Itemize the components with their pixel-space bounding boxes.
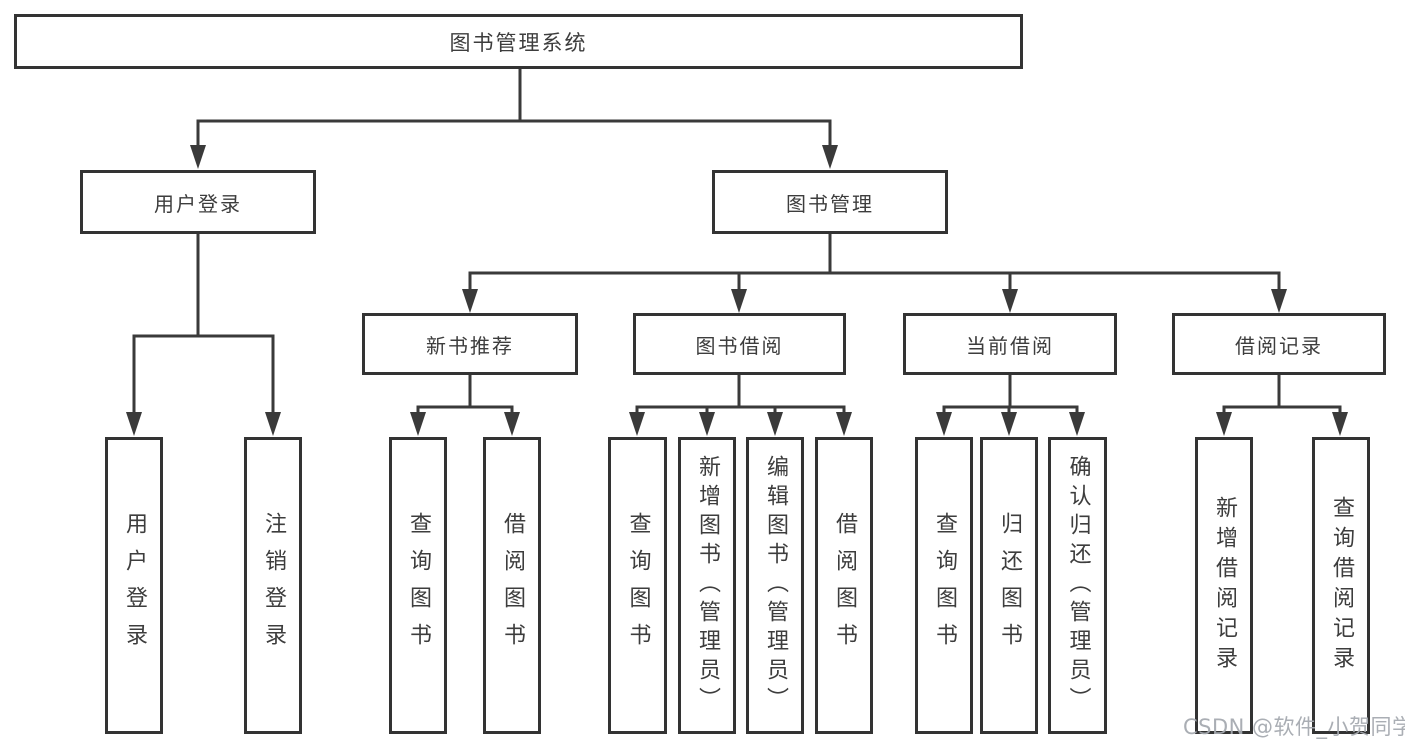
leaf-bb-query-books: 查询图书 [608, 437, 667, 734]
leaf-bb-edit-books-admin-label: 编辑图书（管理员） [763, 455, 788, 716]
leaf-bb-borrow-books: 借阅图书 [815, 437, 873, 734]
connector-root-to-level2 [190, 66, 838, 169]
connector-book-borrow-to-leaves [629, 373, 852, 436]
leaf-bb-add-books-admin: 新增图书（管理员） [678, 437, 736, 734]
connector-book-mgmt-to-level3 [462, 232, 1287, 313]
node-root-label: 图书管理系统 [449, 30, 588, 55]
leaf-nbr-borrow-books-label: 借阅图书 [500, 511, 525, 660]
leaf-logout-label: 注销登录 [261, 511, 286, 660]
node-borrow-records-label: 借阅记录 [1235, 333, 1323, 358]
leaf-bb-edit-books-admin: 编辑图书（管理员） [746, 437, 804, 734]
leaf-br-query-record: 查询借阅记录 [1312, 437, 1370, 734]
connector-current-borrow-to-leaves [936, 373, 1085, 436]
node-new-book-rec-label: 新书推荐 [426, 333, 514, 358]
leaf-user-login-label: 用户登录 [122, 511, 147, 660]
node-book-borrow-label: 图书借阅 [695, 333, 784, 358]
leaf-cb-return-books-label: 归还图书 [997, 511, 1022, 660]
leaf-cb-return-books: 归还图书 [980, 437, 1038, 734]
leaf-bb-borrow-books-label: 借阅图书 [832, 511, 857, 660]
leaf-br-query-record-label: 查询借阅记录 [1329, 495, 1354, 676]
node-new-book-rec: 新书推荐 [362, 313, 578, 375]
connector-user-login-to-leaves [126, 232, 281, 436]
leaf-nbr-query-books: 查询图书 [389, 437, 447, 734]
leaf-cb-query-books-label: 查询图书 [932, 511, 957, 660]
leaf-logout: 注销登录 [244, 437, 302, 734]
node-current-borrow-label: 当前借阅 [966, 333, 1054, 358]
node-user-login: 用户登录 [80, 170, 316, 234]
node-book-mgmt: 图书管理 [712, 170, 948, 234]
leaf-br-add-record: 新增借阅记录 [1195, 437, 1253, 734]
connector-new-book-rec-to-leaves [410, 373, 520, 436]
leaf-cb-confirm-return-admin-label: 确认归还（管理员） [1065, 455, 1091, 716]
node-book-mgmt-label: 图书管理 [786, 191, 874, 216]
node-borrow-records: 借阅记录 [1172, 313, 1386, 375]
node-current-borrow: 当前借阅 [903, 313, 1117, 375]
connector-borrow-records-to-leaves [1216, 373, 1348, 436]
leaf-cb-query-books: 查询图书 [915, 437, 973, 734]
leaf-bb-query-books-label: 查询图书 [625, 511, 651, 660]
leaf-nbr-borrow-books: 借阅图书 [483, 437, 541, 734]
node-book-borrow: 图书借阅 [633, 313, 846, 375]
leaf-cb-confirm-return-admin: 确认归还（管理员） [1048, 437, 1107, 734]
leaf-bb-add-books-admin-label: 新增图书（管理员） [695, 455, 720, 716]
leaf-user-login: 用户登录 [105, 437, 163, 734]
node-user-login-label: 用户登录 [154, 191, 242, 216]
node-root: 图书管理系统 [14, 14, 1023, 69]
leaf-br-add-record-label: 新增借阅记录 [1212, 495, 1237, 676]
watermark: CSDN @软件_小贺同学 [1183, 715, 1405, 739]
leaf-nbr-query-books-label: 查询图书 [406, 511, 431, 660]
